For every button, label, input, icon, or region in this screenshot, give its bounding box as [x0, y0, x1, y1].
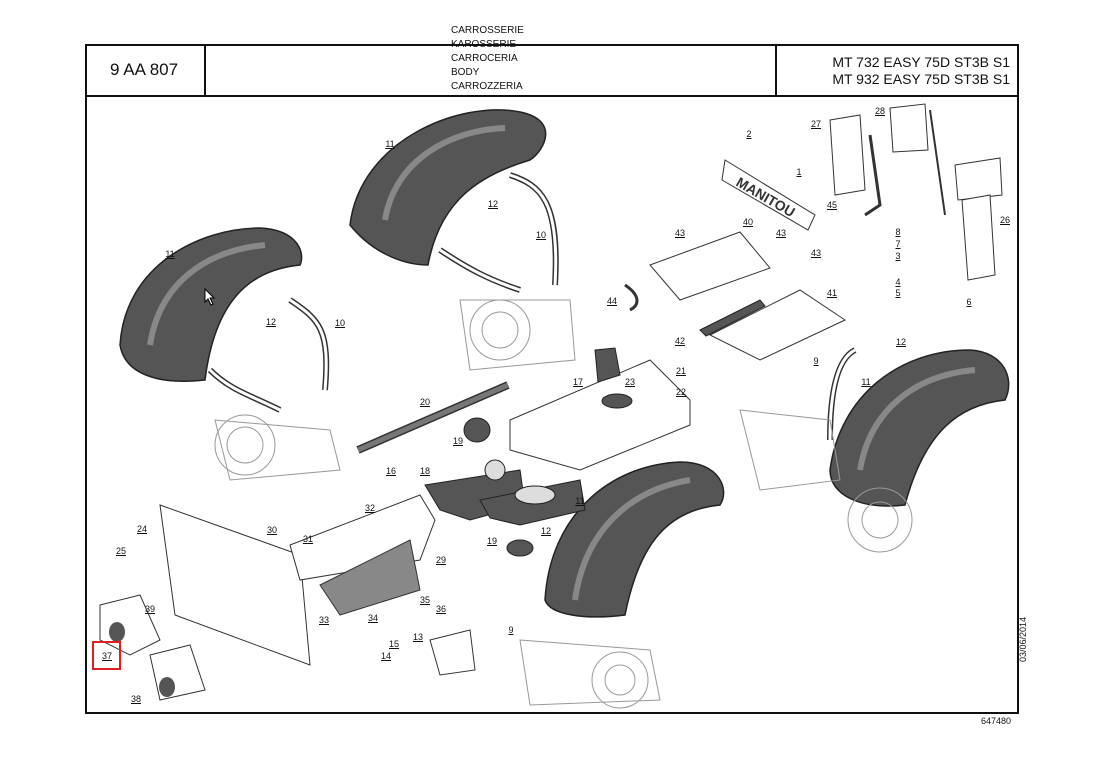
part-callout-12: 12 — [895, 337, 907, 347]
part-callout-5: 5 — [895, 288, 901, 298]
model-1: MT 732 EASY 75D ST3B S1 — [832, 54, 1010, 70]
part-callout-11: 11 — [385, 139, 395, 149]
part-callout-43: 43 — [810, 248, 822, 258]
part-callout-24: 24 — [136, 524, 148, 534]
part-callout-26: 26 — [999, 215, 1011, 225]
part-callout-27: 27 — [810, 119, 822, 129]
part-callout-28: 28 — [874, 106, 886, 116]
part-callout-37: 37 — [101, 651, 113, 661]
part-callout-9: 9 — [508, 625, 514, 635]
part-callout-11: 11 — [861, 377, 871, 387]
part-callout-6: 6 — [966, 297, 972, 307]
part-callout-35: 35 — [419, 595, 431, 605]
model-2: MT 932 EASY 75D ST3B S1 — [832, 71, 1010, 87]
part-callout-41: 41 — [826, 288, 838, 298]
part-callout-4: 4 — [895, 277, 901, 287]
header-divider — [85, 95, 1019, 97]
fender-front-right — [544, 461, 725, 618]
part-callout-33: 33 — [318, 615, 330, 625]
sheet-number: 647480 — [981, 716, 1012, 726]
part-callout-2: 2 — [746, 129, 752, 139]
part-callout-20: 20 — [419, 397, 431, 407]
part-callout-8: 8 — [895, 227, 901, 237]
part-callout-10: 10 — [535, 230, 547, 240]
part-callout-3: 3 — [895, 251, 901, 261]
part-callout-13: 13 — [412, 632, 424, 642]
part-callout-42: 42 — [674, 336, 686, 346]
part-callout-15: 15 — [388, 639, 400, 649]
part-callout-31: 31 — [302, 534, 314, 544]
revision-date: 03/06/2014 — [1018, 616, 1028, 662]
part-callout-39: 39 — [144, 604, 156, 614]
section-name-es: CARROCERIA — [451, 53, 518, 64]
part-callout-12: 12 — [540, 526, 552, 536]
section-name-fr: CARROSSERIE — [451, 25, 524, 36]
part-callout-25: 25 — [115, 546, 127, 556]
part-callout-9: 9 — [813, 356, 819, 366]
diagram-code: 9 AA 807 — [110, 60, 179, 79]
highlighted-callout-box — [92, 641, 121, 670]
fender-rear-right — [829, 349, 1010, 507]
part-callout-1: 1 — [796, 167, 802, 177]
section-name-en: BODY — [451, 67, 480, 78]
part-callout-17: 17 — [572, 377, 584, 387]
part-callout-11: 11 — [575, 496, 585, 506]
model-box — [775, 44, 1019, 97]
part-callout-21: 21 — [675, 366, 687, 376]
part-callout-11: 11 — [165, 249, 175, 259]
part-callout-32: 32 — [364, 503, 376, 513]
part-callout-45: 45 — [826, 200, 838, 210]
part-callout-40: 40 — [742, 217, 754, 227]
section-names: CARROSSERIE KAROSSERIE CARROCERIA BODY C… — [451, 24, 524, 94]
part-callout-19: 19 — [452, 436, 464, 446]
part-callout-10: 10 — [334, 318, 346, 328]
brand-plate-text: MANITOU — [734, 174, 798, 220]
part-callout-18: 18 — [419, 466, 431, 476]
section-name-de: KAROSSERIE — [451, 39, 517, 50]
code-box — [85, 44, 206, 97]
part-callout-14: 14 — [380, 651, 392, 661]
part-callout-19: 19 — [486, 536, 498, 546]
section-name-it: CARROZZERIA — [451, 81, 523, 92]
model-list: MT 732 EASY 75D ST3B S1 MT 932 EASY 75D … — [832, 54, 1010, 88]
part-callout-36: 36 — [435, 604, 447, 614]
part-callout-12: 12 — [487, 199, 499, 209]
part-callout-16: 16 — [385, 466, 397, 476]
part-callout-34: 34 — [367, 613, 379, 623]
fender-rear-left-upper — [349, 109, 547, 266]
drawing-frame — [85, 44, 1019, 714]
part-callout-29: 29 — [435, 555, 447, 565]
part-callout-44: 44 — [606, 296, 618, 306]
part-callout-38: 38 — [130, 694, 142, 704]
part-callout-7: 7 — [895, 239, 901, 249]
part-callout-43: 43 — [775, 228, 787, 238]
part-callout-30: 30 — [266, 525, 278, 535]
part-callout-23: 23 — [624, 377, 636, 387]
part-callout-43: 43 — [674, 228, 686, 238]
mouse-pointer-icon — [204, 288, 216, 306]
part-callout-12: 12 — [265, 317, 277, 327]
part-callout-22: 22 — [675, 387, 687, 397]
